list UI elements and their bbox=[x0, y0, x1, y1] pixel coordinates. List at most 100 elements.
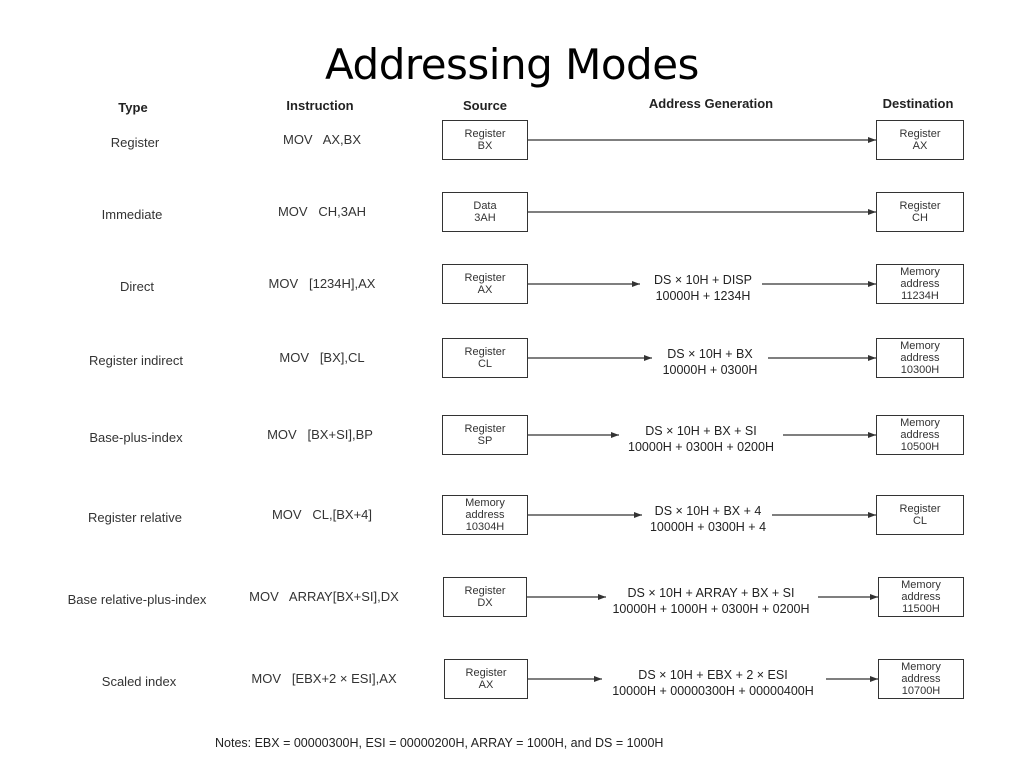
destination-line: address bbox=[901, 591, 941, 603]
page-title: Addressing Modes bbox=[325, 40, 699, 89]
destination-line: Memory bbox=[900, 417, 940, 429]
destination-line: 10500H bbox=[900, 441, 940, 453]
address-line: DS × 10H + BX + SI bbox=[645, 424, 757, 438]
address-line: DS × 10H + BX bbox=[667, 347, 753, 361]
mode-type: Register indirect bbox=[89, 353, 183, 368]
source-line: Data bbox=[473, 200, 497, 212]
source-line: Memory bbox=[465, 497, 505, 509]
mode-type: Direct bbox=[120, 279, 154, 294]
address-line: 10000H + 0300H + 4 bbox=[649, 520, 767, 534]
header-destination: Destination bbox=[882, 96, 954, 111]
source-line: Register bbox=[465, 667, 507, 679]
mode-instruction: MOV ARRAY[BX+SI],DX bbox=[249, 589, 399, 604]
header-source: Source bbox=[462, 98, 508, 113]
source-line: Register bbox=[464, 423, 506, 435]
source-line: address bbox=[465, 509, 505, 521]
address-generation: DS × 10H + BX 10000H + 0300H bbox=[663, 346, 758, 378]
source-line: Register bbox=[464, 346, 506, 358]
address-generation: DS × 10H + DISP 10000H + 1234H bbox=[654, 272, 752, 304]
mode-instruction: MOV [EBX+2 × ESI],AX bbox=[251, 671, 397, 686]
destination-line: address bbox=[900, 352, 940, 364]
source-line: Register bbox=[464, 272, 506, 284]
mode-type: Base relative-plus-index bbox=[67, 592, 207, 607]
mode-type: Register bbox=[110, 135, 160, 150]
notes: Notes: EBX = 00000300H, ESI = 00000200H,… bbox=[215, 736, 664, 750]
destination-line: address bbox=[901, 673, 941, 685]
source-line: AX bbox=[477, 284, 493, 296]
mode-instruction: MOV [BX],CL bbox=[279, 350, 365, 365]
address-generation: DS × 10H + ARRAY + BX + SI 10000H + 1000H… bbox=[612, 585, 809, 617]
mode-row: Scaled index MOV [EBX+2 × ESI],AX Register… bbox=[0, 657, 1024, 707]
destination-line: Register bbox=[899, 128, 941, 140]
address-line: DS × 10H + DISP bbox=[654, 273, 752, 287]
source-line: BX bbox=[477, 140, 493, 152]
source-line: 10304H bbox=[465, 521, 505, 533]
mode-instruction: MOV AX,BX bbox=[282, 132, 362, 147]
mode-type: Base-plus-index bbox=[89, 430, 183, 445]
address-line: DS × 10H + BX + 4 bbox=[654, 504, 762, 518]
header-type: Type bbox=[118, 100, 148, 115]
mode-type: Register relative bbox=[88, 510, 182, 525]
source-line: Register bbox=[464, 585, 506, 597]
destination-line: Memory bbox=[901, 579, 941, 591]
destination-line: 10300H bbox=[900, 364, 940, 376]
destination-line: 11500H bbox=[902, 603, 940, 615]
source-line: SP bbox=[477, 435, 493, 447]
mode-instruction: MOV CL,[BX+4] bbox=[271, 507, 373, 522]
mode-type: Scaled index bbox=[101, 674, 177, 689]
destination-line: CL bbox=[912, 515, 928, 527]
source-line: CL bbox=[477, 358, 493, 370]
mode-row: Base relative-plus-index MOV ARRAY[BX+SI]… bbox=[0, 575, 1024, 625]
destination-line: 11234H bbox=[901, 290, 939, 302]
destination-line: Memory bbox=[901, 661, 941, 673]
source-line: 3AH bbox=[474, 212, 496, 224]
source-line: AX bbox=[478, 679, 494, 691]
mode-type: Immediate bbox=[101, 207, 163, 222]
address-line: 10000H + 1234H bbox=[655, 289, 751, 303]
mode-instruction: MOV [1234H],AX bbox=[268, 276, 376, 291]
address-generation: DS × 10H + BX + 4 10000H + 0300H + 4 bbox=[650, 503, 766, 535]
address-line: 10000H + 1000H + 0300H + 0200H bbox=[612, 602, 810, 616]
destination-line: address bbox=[900, 278, 940, 290]
address-generation: DS × 10H + EBX + 2 × ESI 10000H + 0000030… bbox=[612, 667, 814, 699]
destination-line: 10700H bbox=[901, 685, 941, 697]
source-line: Register bbox=[464, 128, 506, 140]
destination-line: AX bbox=[912, 140, 928, 152]
destination-line: Register bbox=[899, 503, 941, 515]
destination-line: CH bbox=[912, 212, 928, 224]
header-address-generation: Address Generation bbox=[648, 96, 774, 111]
destination-line: Memory bbox=[900, 340, 940, 352]
destination-line: address bbox=[900, 429, 940, 441]
address-line: DS × 10H + EBX + 2 × ESI bbox=[638, 668, 788, 682]
mode-instruction: MOV [BX+SI],BP bbox=[267, 427, 373, 442]
destination-line: Register bbox=[899, 200, 941, 212]
address-line: 10000H + 00000300H + 00000400H bbox=[612, 684, 814, 698]
source-line: DX bbox=[477, 597, 493, 609]
address-line: DS × 10H + ARRAY + BX + SI bbox=[627, 586, 795, 600]
header-instruction: Instruction bbox=[286, 98, 354, 113]
address-line: 10000H + 0300H bbox=[662, 363, 758, 377]
